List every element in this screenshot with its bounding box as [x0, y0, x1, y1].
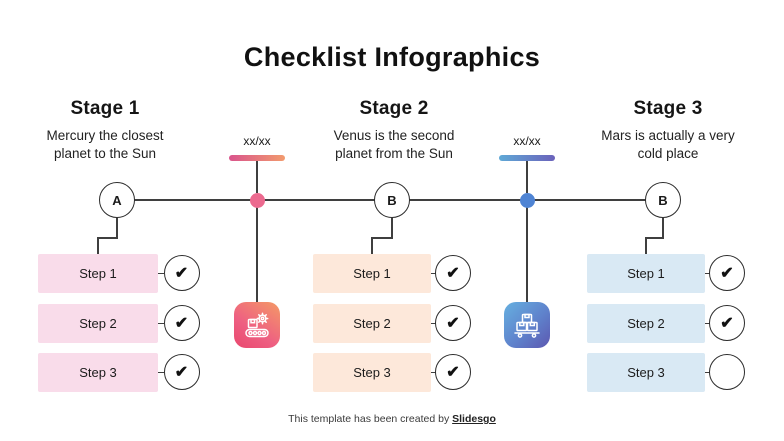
- stage-2-title: Stage 2: [359, 98, 429, 119]
- stage-3-step-3-tick-connector: [705, 371, 710, 373]
- stage-1-step-1-label: Step 1: [79, 266, 117, 281]
- stage-2-step-3-check-circle: ✔: [435, 354, 471, 390]
- stage-3-step-3-check-circle-empty: [709, 354, 745, 390]
- stage-3-header: Stage 3 Mars is actually a very cold pla…: [573, 98, 763, 163]
- check-icon: ✔: [446, 315, 460, 332]
- check-icon: ✔: [720, 315, 734, 332]
- stage-1-step-1-tick-connector: [158, 272, 164, 274]
- stage-2-step-2-label: Step 2: [353, 316, 391, 331]
- stage-3-connector-across: [645, 237, 664, 239]
- stage-3-node-circle: B: [645, 182, 681, 218]
- check-icon: ✔: [174, 364, 189, 381]
- stage-1-node-letter: A: [112, 192, 122, 208]
- stage-1-title: Stage 1: [70, 98, 140, 119]
- stage-2-node-letter: B: [387, 192, 397, 208]
- stage-2-header: Stage 2 Venus is the second planet from …: [299, 98, 489, 163]
- stage-2-step-1-tick-connector: [431, 272, 436, 274]
- stage-2-step-3-box: Step 3: [313, 353, 431, 392]
- stage-2-step-1-check-circle: ✔: [435, 255, 471, 291]
- stage-3-step-1-tick-connector: [705, 272, 710, 274]
- stage-1-node-circle: A: [99, 182, 135, 218]
- stage-3-title: Stage 3: [633, 98, 703, 119]
- marker-2-icon-tile: [504, 302, 550, 348]
- stage-2-step-3-tick-connector: [431, 371, 436, 373]
- footer-credit: This template has been created by Slides…: [0, 413, 784, 425]
- check-icon: ✔: [174, 265, 189, 282]
- marker-2-gradient-bar: [499, 155, 555, 161]
- check-icon: ✔: [174, 315, 189, 332]
- stage-1-step-3-label: Step 3: [79, 365, 117, 380]
- stage-2-step-2-box: Step 2: [313, 304, 431, 343]
- marker-1-date-label: xx/xx: [243, 134, 271, 148]
- stage-3-step-1-check-circle: ✔: [709, 255, 745, 291]
- stage-2-step-2-check-circle: ✔: [435, 305, 471, 341]
- stage-3-step-2-check-circle: ✔: [709, 305, 745, 341]
- check-icon: ✔: [446, 265, 460, 282]
- stage-2-step-3-label: Step 3: [353, 365, 391, 380]
- stage-2-step-1-box: Step 1: [313, 254, 431, 293]
- stage-2-connector-across: [371, 237, 393, 239]
- marker-1-gradient-bar: [229, 155, 285, 161]
- stage-3-node-letter: B: [658, 192, 668, 208]
- stage-3-step-2-box: Step 2: [587, 304, 705, 343]
- stage-3-connector-down: [662, 218, 664, 238]
- stage-1-step-2-tick-connector: [158, 322, 164, 324]
- production-line-icon: [245, 312, 269, 338]
- stage-2-step-1-label: Step 1: [353, 266, 391, 281]
- check-icon: ✔: [720, 265, 734, 282]
- stage-3-step-2-label: Step 2: [627, 316, 665, 331]
- stage-3-step-2-tick-connector: [705, 322, 710, 324]
- check-icon: ✔: [446, 364, 460, 381]
- stage-2-connector-into-step: [371, 238, 373, 254]
- stage-2-node-circle: B: [374, 182, 410, 218]
- stage-1-connector-across: [97, 237, 118, 239]
- page-title: Checklist Infographics: [243, 42, 541, 72]
- stage-1-connector-into-step: [97, 238, 99, 254]
- stage-3-step-1-label: Step 1: [627, 266, 665, 281]
- stage-1-header: Stage 1 Mercury the closest planet to th…: [10, 98, 200, 163]
- stage-1-step-2-check-circle: ✔: [163, 305, 200, 341]
- stage-1-step-1-box: Step 1: [38, 254, 158, 293]
- stage-1-step-3-tick-connector: [158, 371, 164, 373]
- pallet-boxes-icon: [514, 313, 540, 338]
- stage-1-step-3-box: Step 3: [38, 353, 158, 392]
- stage-3-description: Mars is actually a very cold place: [601, 128, 735, 161]
- stage-3-step-3-label: Step 3: [627, 365, 665, 380]
- stage-3-step-1-box: Step 1: [587, 254, 705, 293]
- marker-1-upper-line: [256, 161, 258, 193]
- stage-3-connector-into-step: [645, 238, 647, 254]
- stage-2-connector-down: [391, 218, 393, 238]
- stage-1-connector-down: [116, 218, 118, 238]
- stage-1-step-1-check-circle: ✔: [163, 255, 200, 291]
- stage-1-step-2-box: Step 2: [38, 304, 158, 343]
- marker-2-upper-line: [526, 161, 528, 193]
- marker-1-lower-line: [256, 207, 258, 302]
- marker-2-lower-line: [526, 207, 528, 302]
- marker-2-date-label: xx/xx: [513, 134, 541, 148]
- stage-1-step-3-check-circle: ✔: [163, 354, 200, 390]
- stage-1-step-2-label: Step 2: [79, 316, 117, 331]
- stage-1-description: Mercury the closest planet to the Sun: [46, 128, 164, 161]
- footer-credit-text: This template has been created by: [288, 413, 453, 425]
- stage-3-step-3-box: Step 3: [587, 353, 705, 392]
- marker-1-timeline-dot: [249, 192, 265, 208]
- stage-2-step-2-tick-connector: [431, 322, 436, 324]
- stage-2-description: Venus is the second planet from the Sun: [333, 128, 455, 161]
- slidesgo-link[interactable]: Slidesgo: [452, 413, 496, 425]
- marker-1-icon-tile: [234, 302, 280, 348]
- marker-2-timeline-dot: [519, 192, 535, 208]
